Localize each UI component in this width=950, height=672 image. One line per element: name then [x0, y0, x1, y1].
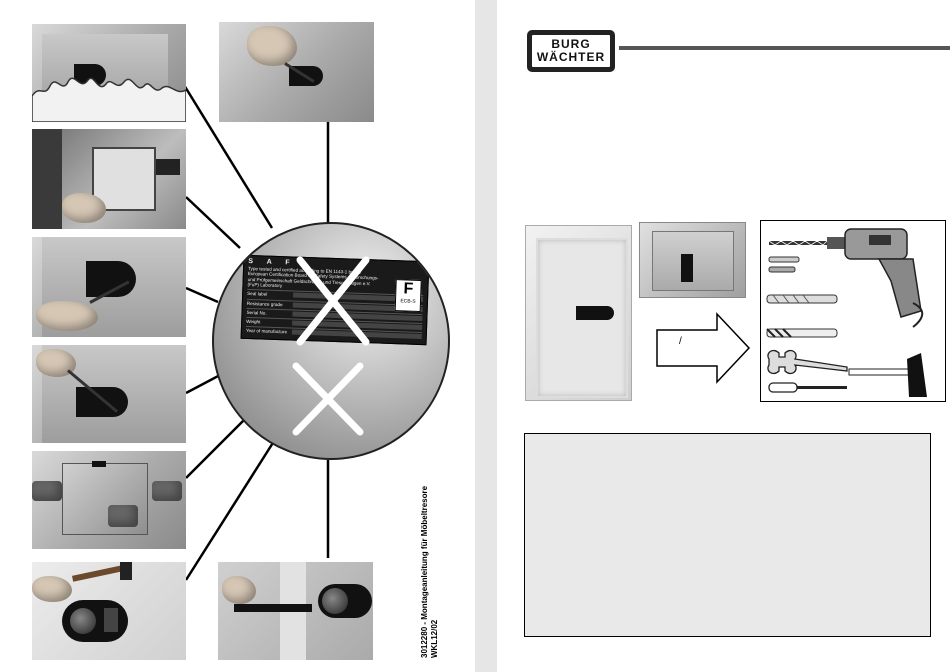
drill-icon — [108, 505, 138, 527]
screwdriver-icon — [768, 382, 847, 393]
left-page: S A F Type tested and certified accordin… — [32, 22, 450, 660]
binding-gutter — [475, 0, 497, 672]
furniture-safe-tall — [525, 225, 632, 401]
info-box — [524, 433, 931, 637]
burg-waechter-logo: BURG WÄCHTER — [527, 30, 615, 72]
drill-icon — [152, 481, 182, 501]
photo-drilling-safe — [32, 451, 186, 549]
drill-icon — [32, 481, 62, 501]
arrow-right-icon — [656, 312, 751, 384]
wrench-icon — [767, 349, 848, 375]
keypad-lock-icon — [681, 254, 693, 282]
photo-open-mechanism — [32, 129, 186, 229]
photo-prying-lock — [32, 345, 186, 443]
drill-bit-icon — [766, 328, 838, 338]
wall-plug-icon — [768, 256, 800, 273]
type-plate-circle: S A F Type tested and certified accordin… — [212, 222, 450, 460]
photo-screwdriver-lock — [32, 237, 186, 337]
photo-lock-forcing — [219, 22, 374, 122]
right-page: BURG WÄCHTER / — [497, 0, 950, 672]
cross-icon — [292, 256, 370, 436]
photo-hammer-lock — [32, 562, 186, 660]
hand-icon — [36, 301, 98, 331]
flames-icon — [32, 77, 186, 122]
drill-icon — [827, 228, 924, 328]
furniture-safe-small — [639, 222, 746, 298]
hand-icon — [247, 26, 297, 66]
hammer-icon — [848, 353, 927, 397]
hand-icon — [62, 193, 106, 223]
hammer-icon — [32, 576, 72, 602]
lock-icon — [576, 306, 614, 320]
arrow-label: / — [679, 336, 682, 347]
header-rule — [619, 46, 950, 50]
photo-pull-handle — [218, 562, 373, 660]
photo-fire-damage — [32, 24, 186, 122]
drill-bit-icon — [766, 294, 838, 304]
required-tools-box — [760, 220, 946, 402]
print-code: 3012280 - Montageanleitung für Möbeltres… — [420, 485, 439, 658]
drill-bit-icon — [768, 240, 828, 246]
hand-icon — [222, 576, 256, 604]
